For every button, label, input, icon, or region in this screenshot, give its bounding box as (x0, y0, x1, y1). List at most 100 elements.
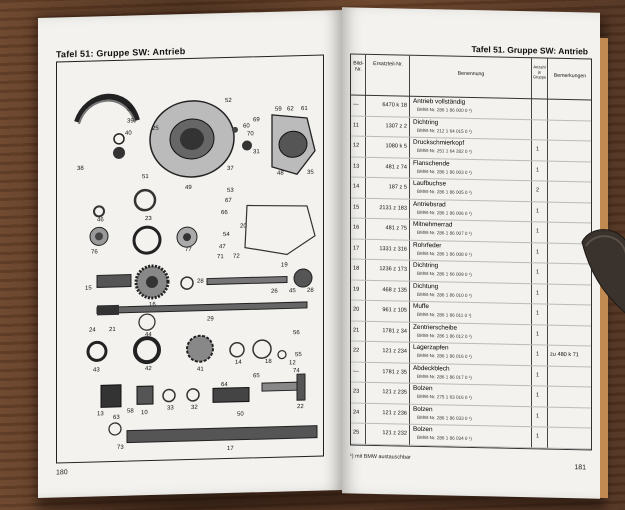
cell-bmw-nr: BMW-Nr. 286 1 86 003 0 ¹) (417, 168, 472, 175)
part-number-label: 28 (197, 279, 204, 285)
cell-bild: 12 (353, 142, 360, 149)
cell-teil: 187 z 5 (388, 184, 407, 191)
cell-teil: 121 z 234 (382, 348, 407, 355)
cell-benennung: Antriebsrad (413, 200, 446, 208)
cell-anzahl: 1 (536, 371, 540, 378)
part-number-label: 29 (207, 316, 214, 322)
cell-benennung: Bolzen (413, 425, 433, 434)
header-teil: Ersatzteil-Nr. (373, 60, 403, 68)
part-number-label: 24 (89, 327, 96, 333)
part-number-label: 72 (233, 254, 240, 260)
cell-bild: — (353, 368, 359, 375)
part-number-label: 47 (219, 244, 226, 250)
cell-bild: 22 (353, 347, 360, 354)
part-number-label: 35 (307, 170, 314, 176)
cell-teil: 2131 z 183 (379, 204, 407, 212)
cell-benennung: Dichtring (413, 118, 439, 126)
cell-teil: 121 z 235 (382, 389, 407, 396)
cell-bmw-nr: BMW-Nr. 286 1 86 012 0 ¹) (417, 332, 472, 339)
cell-bild: 25 (353, 429, 360, 436)
part-number-label: 59 (275, 107, 282, 113)
header-bild: Bild-Nr. (353, 60, 364, 73)
part-number-label: 20 (240, 223, 247, 229)
right-page-heading: Tafel 51. Gruppe SW: Antrieb (471, 44, 589, 57)
tube-spring-shape (126, 425, 318, 444)
header-bemerkungen: Bemerkungen (553, 72, 587, 80)
cell-bmw-nr: BMW-Nr. 286 1 86 006 0 ¹) (417, 209, 472, 216)
cell-anzahl: 1 (536, 412, 540, 419)
cell-anzahl: 1 (536, 289, 540, 296)
cell-bild: 18 (353, 265, 360, 272)
part-number-label: 50 (237, 412, 244, 418)
cell-bild: 17 (353, 245, 360, 252)
cell-teil: 1307 z 2 (385, 122, 407, 130)
part-number-label: 38 (77, 166, 84, 172)
part-number-label: 21 (109, 327, 116, 333)
right-page: Tafel 51. Gruppe SW: Antrieb Bild-Nr. Er… (342, 7, 600, 499)
cell-anzahl: 1 (536, 269, 540, 276)
part-number-label: 74 (293, 368, 300, 374)
cell-teil: 468 z 135 (382, 286, 407, 294)
part-number-label: 37 (227, 166, 234, 172)
cell-anzahl: 1 (536, 351, 540, 358)
flange-end-shape (100, 384, 122, 408)
cell-benennung: Rohrfeder (413, 241, 442, 249)
cell-anzahl: 1 (536, 166, 540, 173)
cell-teil: 961 z 105 (382, 307, 407, 314)
part-number-label: 67 (225, 198, 232, 204)
part-number-label: 49 (185, 185, 192, 191)
part-number-label: 76 (91, 249, 98, 255)
part-number-label: 22 (297, 404, 304, 410)
part-number-label: 54 (223, 232, 230, 238)
footnote: ¹) mit BMW austauschbar (350, 453, 411, 461)
cell-bmw-nr: BMW-Nr. 286 1 66 009 0 ¹) (417, 270, 472, 278)
cell-bmw-nr: BMW-Nr. 286 1 86 011 0 ¹) (417, 311, 472, 319)
cell-teil: 481 z 74 (385, 163, 407, 171)
cell-benennung: Flanschende (413, 159, 450, 168)
cell-anzahl: 1 (536, 433, 540, 440)
page-holder-clip (581, 229, 625, 314)
part-number-label: 13 (97, 411, 104, 417)
cell-bmw-nr: BMW-Nr. 286 1 86 008 0 ¹) (417, 250, 472, 257)
part-number-label: 39 (127, 118, 134, 124)
cell-benennung: Dichtung (413, 282, 439, 290)
part-number-label: 62 (287, 106, 294, 112)
cell-bmw-nr: BMW-Nr. 286 1 86 034 0 ¹) (417, 434, 472, 442)
cell-teil: 1781 z 35 (382, 368, 407, 376)
part-number-label: 15 (85, 286, 92, 292)
cell-benennung: Mitnehmerrad (413, 220, 453, 229)
cell-benennung: Lagerzapfen (413, 343, 449, 352)
part-number-label: 66 (221, 210, 228, 216)
part-number-label: 26 (271, 289, 278, 295)
cell-anzahl: 1 (536, 248, 540, 255)
part-number-label: 17 (227, 446, 234, 452)
part-number-label: 14 (235, 360, 242, 366)
part-number-label: 73 (117, 445, 124, 451)
part-number-label: 71 (217, 254, 224, 260)
part-number-label: 42 (145, 366, 152, 372)
parts-table: Bild-Nr. Ersatzteil-Nr. Benennung Anzahl… (350, 53, 592, 451)
cell-benennung: Abdeckblech (413, 364, 450, 373)
cell-bild: 15 (353, 204, 360, 211)
cell-teil: 6470 k 18 (382, 102, 407, 109)
part-number-label: 41 (197, 367, 204, 373)
table-header: Bild-Nr. Ersatzteil-Nr. Benennung Anzahl… (351, 54, 591, 101)
cell-bmw-nr: BMW-Nr. 286 1 86 016 0 ¹) (417, 352, 472, 360)
cell-anzahl: 1 (536, 392, 540, 399)
part-number-label: 53 (227, 188, 234, 194)
part-number-label: 12 (289, 360, 296, 366)
cell-anzahl: 1 (536, 330, 540, 337)
part-number-label: 28 (307, 288, 314, 294)
cell-bmw-nr: BMW-Nr. 286 1 86 007 0 ¹) (417, 229, 472, 237)
pinion-shaft-shape (96, 274, 132, 288)
cell-bmw-nr: BMW-Nr. 251 1 64 282 0 ¹) (417, 147, 472, 155)
part-number-label: 55 (295, 352, 302, 358)
part-number-label: 70 (247, 131, 254, 137)
cell-bild: 20 (353, 306, 360, 313)
part-number-label: 16 (149, 302, 156, 308)
left-page: Tafel 51: Gruppe SW: Antrieb (38, 10, 342, 498)
cell-bemerkungen: zu 480 k 71 (550, 351, 579, 359)
part-number-label: 77 (185, 247, 192, 253)
cell-benennung: Muffe (413, 302, 429, 311)
